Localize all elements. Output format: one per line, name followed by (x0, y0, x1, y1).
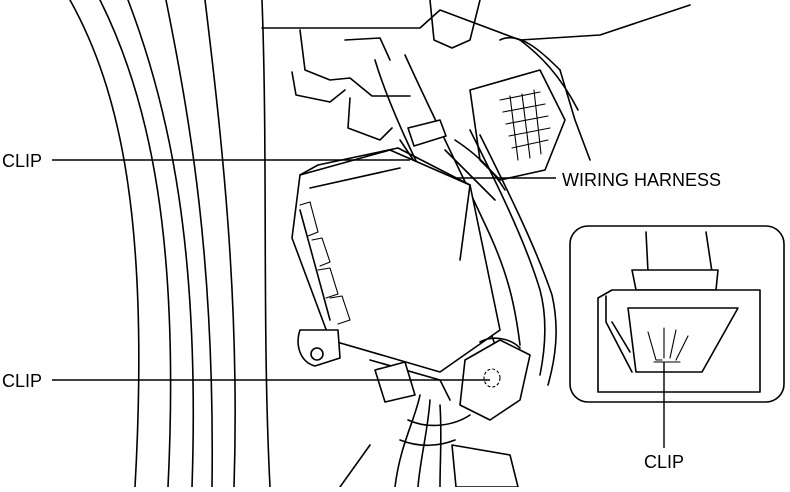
control-module (291, 147, 501, 373)
clip-detail-inset (569, 225, 785, 403)
lower-connector (339, 337, 531, 488)
upper-bracket (261, 0, 691, 141)
label-clip-top: CLIP (2, 151, 42, 171)
label-clip-detail: CLIP (644, 452, 684, 472)
label-wiring-harness: WIRING HARNESS (562, 170, 721, 190)
dashboard-trim-curves (69, 0, 271, 488)
upper-connector (469, 37, 591, 181)
leader-lines (52, 159, 665, 448)
label-clip-bottom: CLIP (2, 371, 42, 391)
